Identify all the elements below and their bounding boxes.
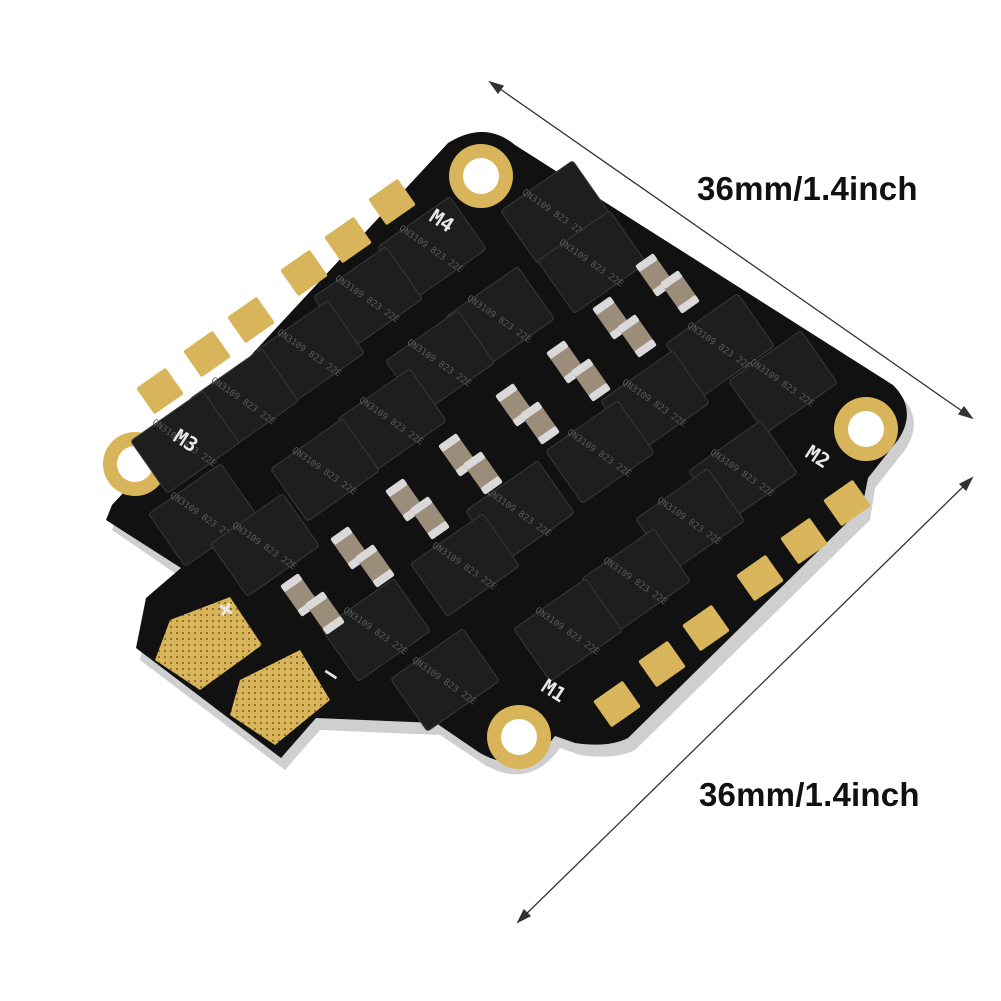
dimension-line-bottom <box>516 476 974 924</box>
dimension-label-bottom: 36mm/1.4inch <box>699 776 920 813</box>
mosfet-chip: QN3109 823 22E <box>149 464 257 566</box>
capacitor <box>617 314 657 358</box>
mosfet-chip: QN3109 823 22E <box>666 294 774 396</box>
mosfet-chip: QN3109 823 22E <box>582 529 690 631</box>
capacitor <box>355 544 395 588</box>
mosfet-chip: QN3109 823 22E <box>538 211 646 313</box>
mosfet-chip: QN3109 823 22E <box>391 629 499 731</box>
capacitor <box>520 401 560 445</box>
dimension-label-top: 36mm/1.4inch <box>697 170 918 207</box>
mosfet-chip: QN3109 823 22E <box>546 401 654 503</box>
mosfet-chip: QN3109 823 22E <box>322 579 430 681</box>
mosfet-chip: QN3109 823 22E <box>514 579 622 681</box>
capacitor <box>305 591 345 635</box>
capacitor <box>660 270 700 314</box>
mosfet-chip: QN3109 823 22E <box>211 494 319 596</box>
mosfet-chip: QN3109 823 22E <box>729 331 837 433</box>
capacitor <box>571 358 611 402</box>
motor-pads-right <box>593 480 871 727</box>
mosfet-chip: QN3109 823 22E <box>271 419 379 521</box>
mosfet-chip: QN3109 823 22E <box>338 369 446 471</box>
capacitor <box>410 496 450 540</box>
power-pads <box>155 597 330 745</box>
mosfet-chip: QN3109 823 22E <box>411 514 519 616</box>
motor-pads-left <box>136 179 416 414</box>
mosfet-chip: QN3109 823 22E <box>256 301 364 403</box>
mosfet-chip: QN3109 823 22E <box>501 161 609 263</box>
capacitor <box>463 451 503 495</box>
mounting-holes <box>103 144 898 769</box>
mosfet-chip: QN3109 823 22E <box>378 197 486 299</box>
dimension-line-top <box>488 80 974 420</box>
capacitors <box>280 253 700 635</box>
mosfet-chip: QN3109 823 22E <box>131 391 239 493</box>
